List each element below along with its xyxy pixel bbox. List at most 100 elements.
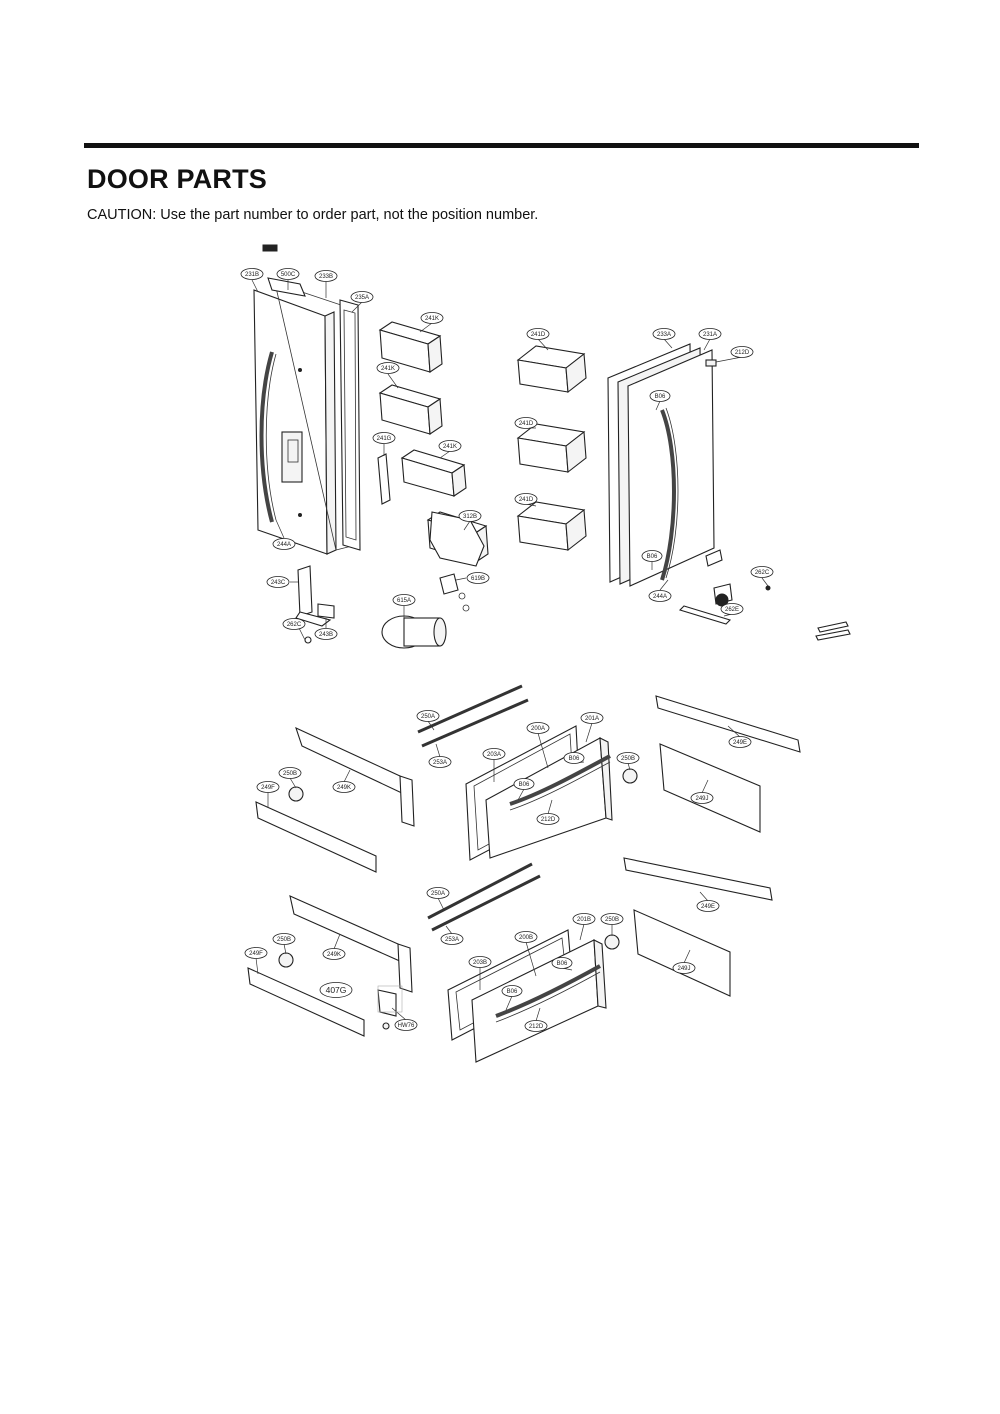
- lower-left-bracket: [289, 895, 403, 963]
- callout-203B: 203B: [468, 956, 492, 990]
- callout-B06-3: B06: [563, 752, 585, 764]
- callout-312B: 312B: [458, 510, 482, 531]
- callout-249E-upper: 249E: [727, 725, 752, 748]
- callout-249F-upper: 249F: [256, 781, 280, 808]
- callout-231B: 231B: [240, 268, 264, 293]
- page-title: DOOR PARTS: [87, 164, 268, 194]
- callout-615A: 615A: [392, 594, 416, 618]
- callout-233A: 233A: [652, 328, 676, 349]
- lower-drawer-assembly: [247, 857, 773, 1063]
- callout-201B: 201B: [572, 913, 596, 941]
- upper-right-rail: [655, 695, 801, 753]
- header-rule: [84, 143, 919, 148]
- lower-left-rail: [247, 967, 365, 1037]
- svg-text:241K: 241K: [443, 444, 457, 450]
- callout-241D-3: 241D: [514, 493, 538, 507]
- callout-212D-lower: 212D: [524, 1007, 548, 1032]
- upper-right-bracket: [659, 743, 761, 833]
- svg-text:B06: B06: [647, 554, 658, 560]
- svg-text:262C: 262C: [755, 570, 770, 576]
- callout-244A-right: 244A: [648, 579, 672, 602]
- callout-233B: 233B: [314, 270, 338, 298]
- callout-HW76: HW76: [391, 1007, 418, 1031]
- svg-text:203A: 203A: [487, 752, 501, 758]
- svg-text:HW76: HW76: [398, 1023, 415, 1029]
- callout-249F-lower: 249F: [244, 947, 268, 975]
- callout-500C: 500C: [276, 268, 300, 290]
- left-door-gasket: [339, 299, 361, 551]
- svg-text:233A: 233A: [657, 332, 671, 338]
- lower-right-bracket: [633, 909, 731, 997]
- svg-text:249J: 249J: [677, 966, 690, 972]
- svg-text:241K: 241K: [381, 366, 395, 372]
- callout-250B-upper-right: 250B: [616, 752, 640, 771]
- svg-text:241K: 241K: [425, 316, 439, 322]
- svg-text:B06: B06: [557, 961, 568, 967]
- left-door-panel: [253, 289, 328, 555]
- door-bins-left: [377, 321, 489, 563]
- left-door-handle: [259, 351, 274, 523]
- callout-249J-upper: 249J: [690, 779, 714, 804]
- callout-203A: 203A: [482, 748, 506, 782]
- svg-text:B06: B06: [519, 782, 530, 788]
- svg-text:B06: B06: [569, 756, 580, 762]
- svg-text:231B: 231B: [245, 272, 259, 278]
- callout-619B: 619B: [455, 572, 490, 584]
- callout-241D-2: 241D: [514, 417, 538, 429]
- callout-B06-1: B06: [649, 390, 671, 411]
- callout-212D-top: 212D: [715, 346, 754, 363]
- svg-text:B06: B06: [507, 989, 518, 995]
- svg-text:250B: 250B: [283, 771, 297, 777]
- hinge-parts: [295, 511, 851, 649]
- callout-241D-1: 241D: [526, 328, 550, 351]
- upper-drawer-assembly: [255, 684, 801, 873]
- callout-250B-lower-right: 250B: [600, 913, 624, 936]
- svg-text:241D: 241D: [531, 332, 546, 338]
- callout-200B: 200B: [514, 931, 538, 977]
- svg-text:244A: 244A: [277, 542, 291, 548]
- svg-text:500C: 500C: [281, 272, 296, 278]
- callout-249J-lower: 249J: [672, 949, 696, 974]
- svg-text:262C: 262C: [287, 622, 302, 628]
- callout-241K-3: 241K: [438, 440, 462, 459]
- svg-text:249F: 249F: [261, 785, 275, 791]
- callout-262E: 262E: [720, 603, 744, 617]
- svg-text:203B: 203B: [473, 960, 487, 966]
- svg-text:241D: 241D: [519, 497, 534, 503]
- svg-text:407G: 407G: [326, 985, 347, 995]
- svg-text:250B: 250B: [277, 937, 291, 943]
- callout-249E-lower: 249E: [696, 891, 720, 912]
- svg-text:212D: 212D: [529, 1024, 544, 1030]
- callout-262C-right: 262C: [750, 566, 774, 587]
- lower-right-rail: [623, 857, 773, 901]
- upper-left-rail: [255, 801, 377, 873]
- svg-text:201B: 201B: [577, 917, 591, 923]
- svg-text:250B: 250B: [605, 917, 619, 923]
- callout-243B: 243B: [314, 618, 338, 640]
- dispenser-opening: [281, 431, 303, 483]
- callout-200A: 200A: [526, 722, 550, 769]
- callout-249K-lower: 249K: [322, 933, 346, 960]
- svg-text:212D: 212D: [735, 350, 750, 356]
- callout-241G: 241G: [372, 432, 396, 456]
- callout-262C-left: 262C: [282, 617, 307, 643]
- callout-B06-4: B06: [513, 778, 535, 801]
- svg-text:200A: 200A: [531, 726, 545, 732]
- svg-text:244A: 244A: [653, 594, 667, 600]
- callout-253A-upper: 253A: [428, 743, 452, 768]
- right-door-assembly: [607, 343, 717, 587]
- svg-text:200B: 200B: [519, 935, 533, 941]
- svg-text:253A: 253A: [433, 760, 447, 766]
- callout-250A-upper: 250A: [416, 710, 440, 731]
- svg-text:250A: 250A: [431, 891, 445, 897]
- right-door-handle: [660, 409, 676, 581]
- marker-block: [262, 244, 278, 252]
- callout-243C: 243C: [266, 576, 298, 588]
- callout-241K-1: 241K: [419, 312, 444, 333]
- left-door-assembly: [253, 277, 361, 555]
- svg-text:615A: 615A: [397, 598, 411, 604]
- callout-253A-lower: 253A: [440, 925, 464, 945]
- svg-text:249E: 249E: [733, 740, 747, 746]
- callout-201A: 201A: [580, 712, 604, 743]
